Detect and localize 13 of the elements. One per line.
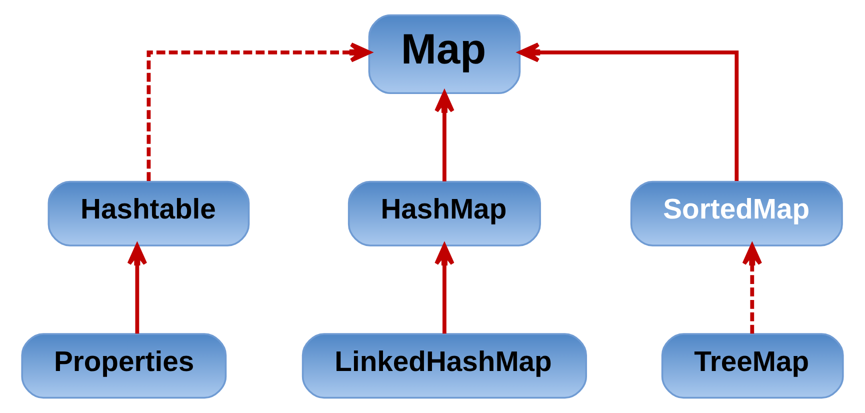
arrow bbox=[434, 91, 454, 182]
node-box: Properties bbox=[21, 333, 227, 399]
node-box: HashMap bbox=[348, 180, 541, 246]
node-box: SortedMap bbox=[630, 180, 843, 246]
node-box: TreeMap bbox=[661, 333, 844, 399]
arrow bbox=[146, 42, 372, 181]
node-box: Map bbox=[368, 14, 521, 94]
arrow bbox=[127, 244, 148, 334]
node-box: Hashtable bbox=[48, 180, 250, 246]
node-box: LinkedHashMap bbox=[302, 333, 588, 399]
arrow bbox=[742, 244, 762, 334]
arrow bbox=[434, 244, 454, 334]
arrow bbox=[518, 42, 739, 181]
